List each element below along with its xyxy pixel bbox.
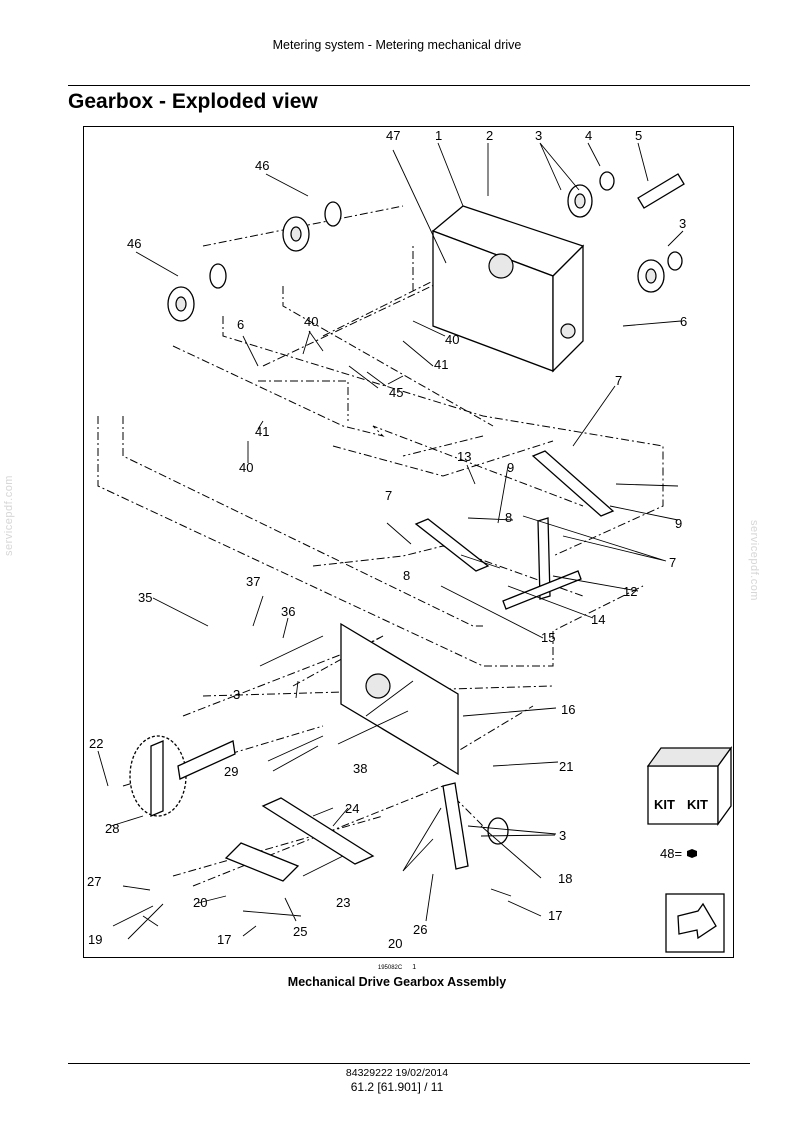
callout-25: 25 bbox=[293, 924, 307, 939]
bearing-flanges bbox=[167, 171, 683, 322]
callout-24: 24 bbox=[345, 801, 359, 816]
linkage-plates bbox=[414, 450, 615, 610]
callout-3: 3 bbox=[233, 687, 240, 702]
callout-6: 6 bbox=[237, 317, 244, 332]
callout-45: 45 bbox=[389, 385, 403, 400]
callout-35: 35 bbox=[138, 590, 152, 605]
shaft bbox=[637, 173, 685, 209]
figure-reference: 195082C 1 bbox=[0, 964, 794, 971]
sprocket bbox=[129, 735, 236, 817]
callout-41: 41 bbox=[255, 424, 269, 439]
mounting-plate bbox=[340, 622, 459, 776]
callout-9: 9 bbox=[675, 516, 682, 531]
callout-6: 6 bbox=[680, 314, 687, 329]
callout-7: 7 bbox=[615, 373, 622, 388]
callout-3: 3 bbox=[679, 216, 686, 231]
kit-box-icon bbox=[646, 745, 733, 827]
figure-caption: Mechanical Drive Gearbox Assembly bbox=[287, 975, 507, 989]
document-number: 84329222 19/02/2014 bbox=[345, 1067, 449, 1079]
callout-37: 37 bbox=[246, 574, 260, 589]
callout-26: 26 bbox=[413, 922, 427, 937]
callout-21: 21 bbox=[559, 759, 573, 774]
callout-12: 12 bbox=[623, 584, 637, 599]
callout-19: 19 bbox=[88, 932, 102, 947]
callout-36: 36 bbox=[281, 604, 295, 619]
callout-40: 40 bbox=[445, 332, 459, 347]
callout-16: 16 bbox=[561, 702, 575, 717]
header-rule bbox=[68, 85, 750, 86]
callout-9: 9 bbox=[507, 460, 514, 475]
kit-label: KIT bbox=[654, 797, 675, 812]
callout-3: 3 bbox=[535, 128, 542, 143]
footer-rule bbox=[68, 1063, 750, 1064]
callout-2: 2 bbox=[486, 128, 493, 143]
gearbox-housing bbox=[431, 205, 585, 373]
page-title: Gearbox - Exploded view bbox=[68, 90, 318, 113]
callout-46: 46 bbox=[127, 236, 141, 251]
figure-reference-code: 195082C bbox=[377, 965, 403, 971]
callout-40: 40 bbox=[239, 460, 253, 475]
callout-27: 27 bbox=[87, 874, 101, 889]
callout-18: 18 bbox=[558, 871, 572, 886]
callout-14: 14 bbox=[591, 612, 605, 627]
callout-13: 13 bbox=[457, 449, 471, 464]
callout-17: 17 bbox=[217, 932, 231, 947]
watermark-right: servicepdf.com bbox=[748, 520, 760, 601]
callout-1: 1 bbox=[435, 128, 442, 143]
callout-15: 15 bbox=[541, 630, 555, 645]
callout-7: 7 bbox=[385, 488, 392, 503]
callout-29: 29 bbox=[224, 764, 238, 779]
callout-23: 23 bbox=[336, 895, 350, 910]
callout-40: 40 bbox=[304, 314, 318, 329]
callout-3: 3 bbox=[559, 828, 566, 843]
watermark-left: servicepdf.com bbox=[3, 475, 15, 556]
bolts-and-rods bbox=[112, 635, 512, 927]
callout-17: 17 bbox=[548, 908, 562, 923]
callout-38: 38 bbox=[353, 761, 367, 776]
navigation-arrow-icon[interactable] bbox=[665, 893, 725, 953]
callout-7: 7 bbox=[669, 555, 676, 570]
leader-lines bbox=[97, 142, 684, 940]
callout-46: 46 bbox=[255, 158, 269, 173]
kit-label: KIT bbox=[687, 797, 708, 812]
callout-4: 4 bbox=[585, 128, 592, 143]
callout-8: 8 bbox=[505, 510, 512, 525]
callout-8: 8 bbox=[403, 568, 410, 583]
callout-47: 47 bbox=[386, 128, 400, 143]
callout-5: 5 bbox=[635, 128, 642, 143]
callout-20: 20 bbox=[388, 936, 402, 951]
figure-frame bbox=[83, 126, 734, 958]
callout-28: 28 bbox=[105, 821, 119, 836]
kit-symbol-icon bbox=[687, 849, 697, 858]
bracket-and-arm bbox=[224, 782, 509, 882]
callout-41: 41 bbox=[434, 357, 448, 372]
running-header: Metering system - Metering mechanical dr… bbox=[272, 38, 522, 52]
figure-reference-index: 1 bbox=[412, 964, 417, 971]
callout-22: 22 bbox=[89, 736, 103, 751]
kit-legend: 48= bbox=[660, 846, 682, 861]
page-number: 61.2 [61.901] / 11 bbox=[350, 1080, 444, 1094]
